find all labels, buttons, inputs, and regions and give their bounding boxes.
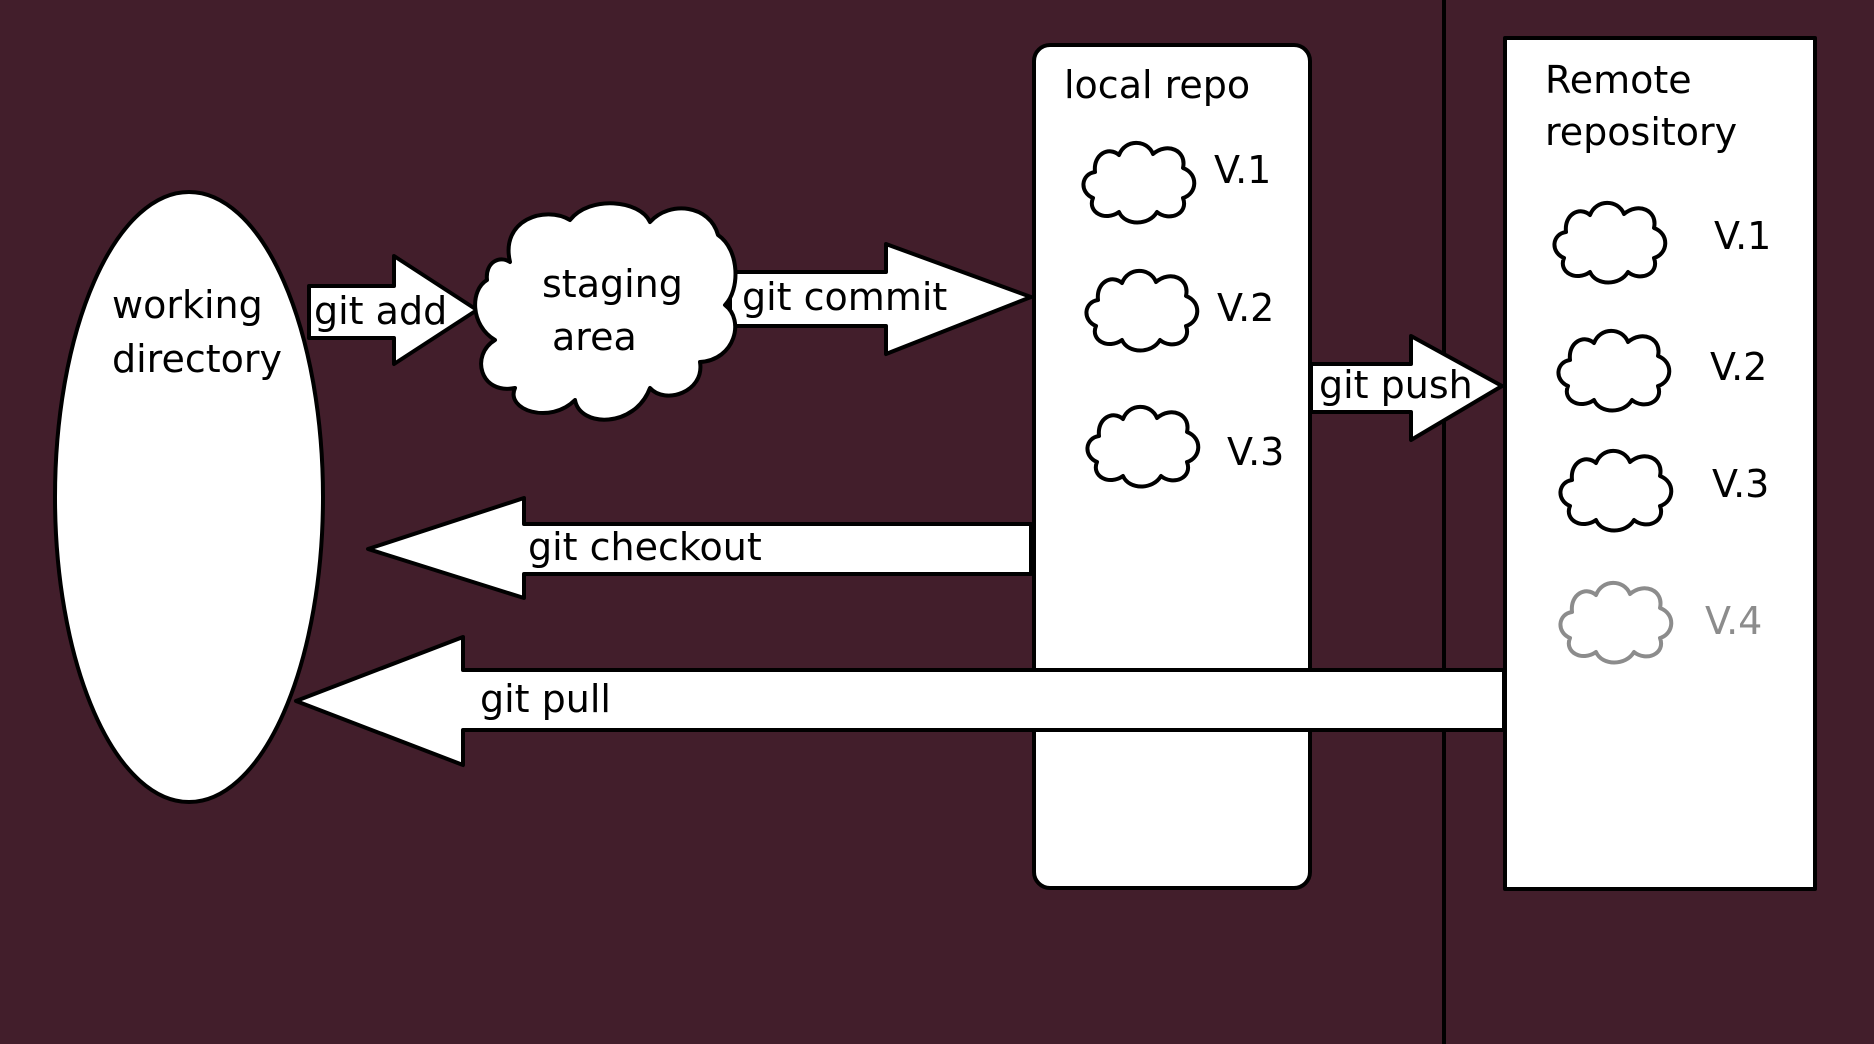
remote-version-3-label: V.3 (1712, 462, 1769, 506)
local-repo-title: local repo (1064, 63, 1250, 107)
git-add-label: git add (314, 289, 447, 333)
local-version-2-label: V.2 (1217, 286, 1274, 330)
git-checkout-arrow: git checkout (366, 496, 1033, 600)
remote-version-2-cloud-icon (1556, 328, 1672, 413)
git-commit-arrow: git commit (728, 242, 1033, 356)
git-pull-label: git pull (480, 677, 611, 721)
staging-area-cloud-shape (473, 201, 738, 422)
remote-version-4-label: V.4 (1705, 599, 1762, 643)
git-commit-label: git commit (742, 275, 947, 319)
staging-area-node: staging area (473, 201, 738, 422)
local-version-3: V.3 (1085, 404, 1284, 489)
remote-version-1-cloud-icon (1552, 200, 1668, 285)
local-version-3-cloud-icon (1085, 404, 1201, 489)
remote-version-2: V.2 (1556, 328, 1767, 413)
remote-version-3-cloud-icon (1558, 448, 1674, 533)
git-push-label: git push (1319, 363, 1473, 407)
remote-repository-title-line1: Remote (1545, 58, 1692, 102)
git-pull-arrow: git pull (294, 635, 1506, 767)
remote-version-3: V.3 (1558, 448, 1769, 533)
local-version-1-cloud-icon (1081, 140, 1197, 225)
git-checkout-label: git checkout (528, 525, 762, 569)
remote-version-4-cloud-icon (1558, 580, 1674, 665)
remote-repository-title-line2: repository (1545, 110, 1737, 154)
local-version-3-label: V.3 (1227, 430, 1284, 474)
git-add-arrow: git add (307, 254, 479, 366)
working-directory-label-line1: working (112, 283, 263, 327)
local-repo-node: local repo V.1 V.2 V.3 (1064, 63, 1284, 489)
local-version-2-cloud-icon (1084, 268, 1200, 353)
local-version-1-label: V.1 (1214, 148, 1271, 192)
git-push-arrow: git push (1309, 334, 1504, 442)
remote-version-4-pending: V.4 (1558, 580, 1762, 665)
staging-area-label-line1: staging (542, 262, 683, 306)
working-directory-node: working directory (53, 190, 325, 804)
remote-version-1: V.1 (1552, 200, 1771, 285)
staging-area-label-line2: area (552, 315, 637, 359)
local-version-1: V.1 (1081, 140, 1271, 225)
local-version-2: V.2 (1084, 268, 1274, 353)
remote-repository-node: Remote repository V.1 V.2 V.3 V.4 (1545, 58, 1771, 665)
remote-version-1-label: V.1 (1714, 214, 1771, 258)
remote-version-2-label: V.2 (1710, 345, 1767, 389)
working-directory-label-line2: directory (112, 337, 282, 381)
